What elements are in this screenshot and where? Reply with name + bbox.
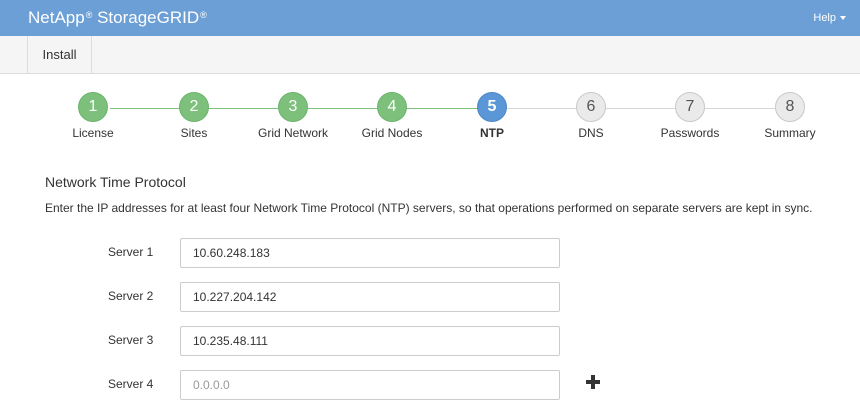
server-4-input[interactable] [180,370,560,400]
step-dns[interactable]: 6 DNS [541,92,641,140]
step-passwords[interactable]: 7 Passwords [640,92,740,140]
server-3-input[interactable] [180,326,560,356]
step-label: License [72,126,114,140]
plus-icon[interactable] [586,375,600,389]
server-3-label: Server 3 [108,333,154,347]
step-label: Sites [180,126,208,140]
top-navbar: NetApp® StorageGRID® Help [0,0,860,36]
product-registered-mark: ® [200,10,207,20]
step-label: Passwords [660,126,720,140]
step-label: Grid Nodes [361,126,423,140]
server-1-input[interactable] [180,238,560,268]
server-1-label: Server 1 [108,245,154,259]
step-number: 5 [477,92,507,122]
step-label: DNS [578,126,604,140]
section-title: Network Time Protocol [45,174,186,190]
step-number: 4 [377,92,407,122]
step-sites[interactable]: 2 Sites [144,92,244,140]
step-number: 2 [179,92,209,122]
step-label: Grid Network [257,126,328,140]
step-number: 3 [278,92,308,122]
server-2-label: Server 2 [108,289,154,303]
brand-name: NetApp [28,8,85,27]
step-summary[interactable]: 8 Summary [740,92,840,140]
step-number: 8 [775,92,805,122]
step-ntp[interactable]: 5 NTP [442,92,542,140]
step-label: Summary [764,126,816,140]
step-number: 1 [78,92,108,122]
caret-down-icon [840,16,846,21]
tab-bar: Install [0,36,860,74]
step-connector [495,108,790,109]
tab-install[interactable]: Install [27,36,92,73]
step-number: 7 [675,92,705,122]
install-wizard-steps: 1 License 2 Sites 3 Grid Network 4 Grid … [0,92,860,152]
brand-logo: NetApp® StorageGRID® [28,8,207,28]
help-label: Help [813,12,836,24]
step-grid-network[interactable]: 3 Grid Network [243,92,343,140]
section-description: Enter the IP addresses for at least four… [45,201,813,215]
server-2-input[interactable] [180,282,560,312]
product-name: StorageGRID [97,8,200,27]
brand-registered-mark: ® [85,10,93,20]
step-grid-nodes[interactable]: 4 Grid Nodes [342,92,442,140]
server-4-label: Server 4 [108,377,154,391]
help-menu[interactable]: Help [813,11,846,25]
step-license[interactable]: 1 License [43,92,143,140]
step-number: 6 [576,92,606,122]
step-label: NTP [480,126,504,140]
